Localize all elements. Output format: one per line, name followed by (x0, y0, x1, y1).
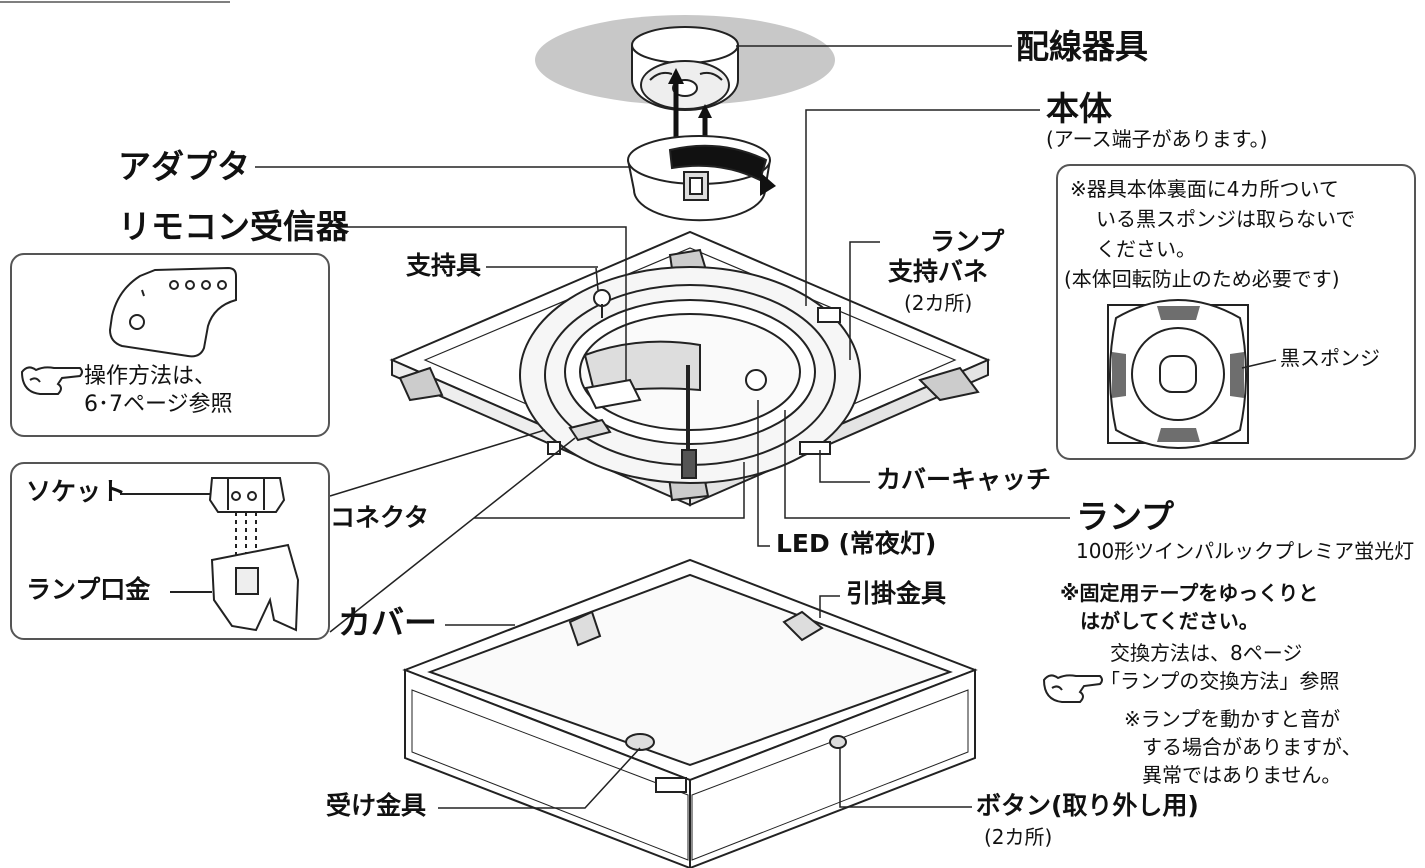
note-remote-op-2: 6･7ページ参照 (84, 392, 233, 417)
label-lamp-base: ランプ口金 (26, 575, 151, 604)
label-socket: ソケット (26, 477, 127, 506)
cover-shape (402, 558, 978, 868)
note-noise-1: ※ランプを動かすと音が (1124, 707, 1341, 731)
note-tape-1: ※固定用テープをゆっくりと (1060, 581, 1319, 605)
note-remote-op-1: 操作方法は、 (84, 364, 217, 389)
label-remote-receiver: リモコン受信器 (118, 207, 349, 246)
note-sponge-1: ※器具本体裏面に4カ所ついて (1070, 177, 1339, 201)
label-black-sponge: 黒スポンジ (1280, 346, 1380, 370)
label-cover: カバー (338, 603, 437, 642)
note-sponge-4: (本体回転防止のため必要です) (1064, 267, 1340, 291)
label-connector: コネクタ (330, 503, 430, 532)
label-wiring-device: 配線器具 (1016, 27, 1148, 66)
label-lamp: ランプ (1076, 497, 1175, 536)
note-noise-2: する場合がありますが、 (1142, 735, 1362, 759)
label-body-note: (アース端子があります。) (1046, 127, 1268, 151)
label-lamp-spring-1: ランプ (930, 227, 1005, 256)
note-tape-2: はがしてください。 (1080, 609, 1259, 633)
main-body-shape (389, 230, 991, 507)
label-led-night: LED (常夜灯) (776, 529, 937, 558)
label-receiver-bracket: 受け金具 (326, 791, 427, 820)
note-noise-3: 異常ではありません。 (1142, 763, 1342, 787)
note-sponge-2: いる黒スポンジは取らないで (1096, 207, 1356, 231)
label-adapter: アダプタ (118, 147, 250, 186)
adapter-shape (627, 135, 776, 222)
label-body: 本体 (1046, 89, 1112, 128)
note-replace-1: 交換方法は、8ページ (1110, 641, 1303, 665)
label-lamp-spring-2: 支持バネ (888, 257, 989, 286)
label-support: 支持具 (406, 251, 482, 280)
wiring-device-shape (631, 26, 739, 111)
label-lamp-model: 100形ツインパルックプレミア蛍光灯 (1076, 539, 1415, 563)
label-lamp-spring-count: (2カ所) (904, 291, 973, 315)
label-hook: 引掛金具 (846, 579, 947, 608)
label-button: ボタン(取り外し用) (976, 791, 1199, 820)
note-sponge-3: ください。 (1096, 237, 1196, 261)
label-cover-catch: カバーキャッチ (876, 465, 1052, 494)
note-replace-2: 「ランプの交換方法」参照 (1100, 669, 1340, 693)
label-button-count: (2カ所) (984, 825, 1053, 849)
up-arrows (668, 68, 712, 140)
